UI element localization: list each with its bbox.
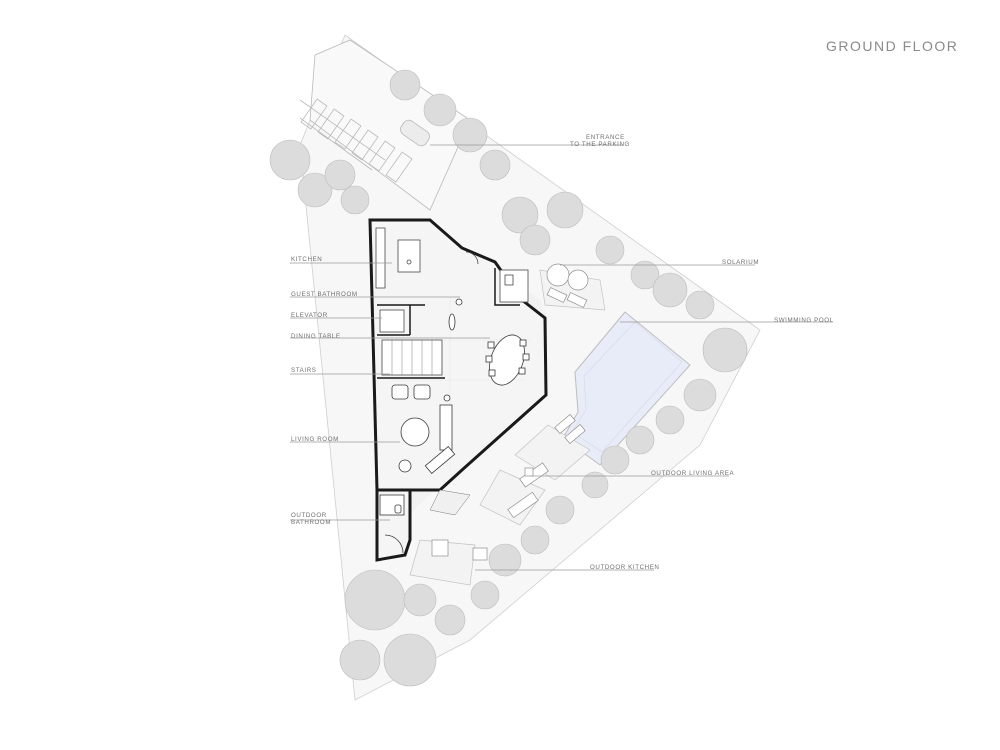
label-guest-bathroom: GUEST BATHROOM: [291, 291, 358, 298]
leader-lines: [290, 144, 833, 571]
label-entrance-parking-2: TO THE PARKING: [570, 141, 630, 148]
terrace-steps: [429, 489, 471, 516]
label-living-room: LIVING ROOM: [291, 436, 339, 443]
label-elevator: ELEVATOR: [291, 312, 328, 319]
label-outdoor-bathroom-2: BATHROOM: [291, 519, 332, 526]
solarium-loungers: [546, 263, 589, 444]
label-swimming-pool: SWIMMING POOL: [774, 317, 834, 324]
living-room-furniture: [391, 384, 456, 475]
elevator-stairs: [379, 309, 443, 376]
guest-bathroom: [499, 269, 529, 303]
parking-area: [299, 39, 471, 211]
label-dining-table: DINING TABLE: [291, 333, 341, 340]
kitchen-fixtures: [375, 227, 479, 289]
outdoor-living-furniture: [431, 462, 549, 561]
label-stairs: STAIRS: [291, 367, 317, 374]
page-title: GROUND FLOOR: [826, 38, 959, 54]
label-outdoor-kitchen: OUTDOOR KITCHEN: [590, 564, 660, 571]
interior-walls: [377, 268, 520, 379]
trees: [269, 69, 748, 687]
label-outdoor-living-area: OUTDOOR LIVING AREA: [651, 470, 735, 477]
label-solarium: SOLARIUM: [722, 259, 760, 266]
outdoor-bathroom-fixtures: [379, 494, 405, 554]
label-kitchen: KITCHEN: [291, 256, 323, 263]
label-entrance-parking-1: ENTRANCE: [586, 134, 625, 141]
dining-table: [448, 298, 530, 386]
label-outdoor-bathroom-1: OUTDOOR: [291, 512, 327, 519]
